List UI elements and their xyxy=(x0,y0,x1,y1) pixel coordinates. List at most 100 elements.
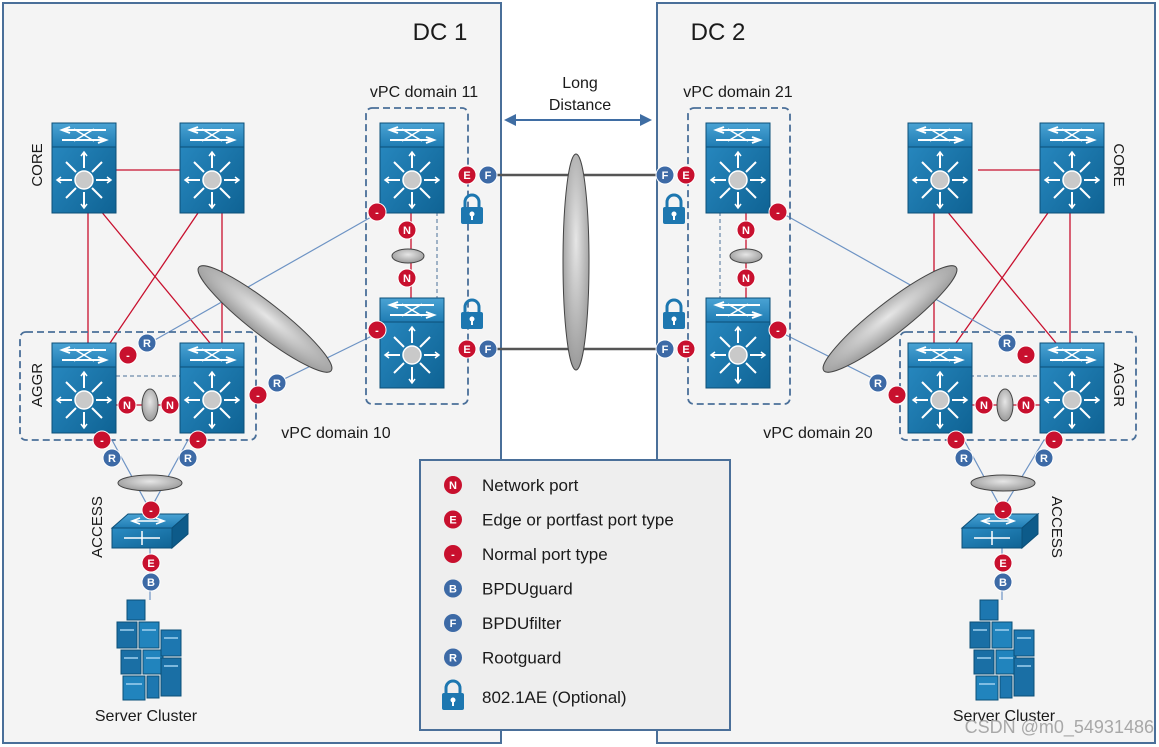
legend-symbol-text: F xyxy=(450,618,457,630)
port-badge-circle xyxy=(974,395,994,415)
vpc11-switch-2 xyxy=(379,297,445,389)
legend-symbol-text: N xyxy=(449,480,457,492)
port-badge-symbol: N xyxy=(1022,400,1030,412)
port-badge-circle xyxy=(141,572,161,592)
port-badge-symbol: - xyxy=(100,435,104,447)
port-badge-bpdufilter: F xyxy=(478,165,498,185)
legend-item: 802.1AE (Optional) xyxy=(440,679,627,712)
port-badge-edge: E xyxy=(993,553,1013,573)
port-badge-symbol: R xyxy=(1003,338,1011,350)
port-badge-circle xyxy=(397,220,417,240)
port-badge-rootguard: R xyxy=(997,333,1017,353)
aggr-switch-1 xyxy=(51,342,117,434)
port-channel-ellipse xyxy=(970,474,1036,492)
port-badge-rootguard: R xyxy=(868,373,888,393)
port-badge-circle xyxy=(993,572,1013,592)
port-badge-rootguard: R xyxy=(102,448,122,468)
port-channel-ellipse xyxy=(822,265,958,373)
port-badge-circle xyxy=(141,500,161,520)
port-badge-circle xyxy=(117,395,137,415)
port-badge-symbol: B xyxy=(147,577,155,589)
dc1-title: DC 1 xyxy=(413,19,468,46)
legend-label: Rootguard xyxy=(482,649,561,668)
port-badge-circle xyxy=(887,385,907,405)
port-badge-circle xyxy=(478,339,498,359)
port-badge-circle xyxy=(676,339,696,359)
core-switch-2 xyxy=(179,122,245,214)
layer-label-aggr-right: AGGR xyxy=(1110,363,1127,407)
port-badge-circle xyxy=(1034,448,1054,468)
watermark: CSDN @m0_54931486 xyxy=(965,717,1154,738)
port-badge-symbol: R xyxy=(108,453,116,465)
port-badge-symbol: N xyxy=(403,225,411,237)
port-badge-symbol: - xyxy=(954,435,958,447)
legend-item: -Normal port type xyxy=(444,545,608,564)
server-cluster-right-label: Server Cluster xyxy=(953,708,1056,725)
aggr-switch-2 xyxy=(179,342,245,434)
port-badge-circle xyxy=(457,339,477,359)
legend-symbol-text: R xyxy=(449,653,457,665)
port-badge-symbol: E xyxy=(999,558,1006,570)
port-badge-network: N xyxy=(397,268,417,288)
port-badge-symbol: E xyxy=(147,558,154,570)
port-badge-circle xyxy=(178,448,198,468)
legend-symbol xyxy=(444,510,462,529)
port-badge-circle xyxy=(102,448,122,468)
port-badge-circle xyxy=(457,165,477,185)
port-badge-circle xyxy=(160,395,180,415)
port-badge-symbol: N xyxy=(123,400,131,412)
port-badge-rootguard: R xyxy=(137,333,157,353)
core-switch-4 xyxy=(1039,122,1105,214)
port-badge-circle xyxy=(367,202,387,222)
port-badge-circle xyxy=(397,268,417,288)
port-badge-rootguard: R xyxy=(1034,448,1054,468)
port-badge-circle xyxy=(478,165,498,185)
port-badge-circle xyxy=(997,333,1017,353)
port-badge-symbol: N xyxy=(980,400,988,412)
legend-label: Normal port type xyxy=(482,545,608,564)
legend-item: N Network port xyxy=(444,476,579,495)
layer-label-core-left: CORE xyxy=(29,143,46,186)
port-badge-circle xyxy=(1016,395,1036,415)
port-badge-symbol: - xyxy=(126,350,130,362)
port-badge-circle xyxy=(248,385,268,405)
vpc11-switch-1 xyxy=(379,122,445,214)
port-badge-network: N xyxy=(397,220,417,240)
port-badge-circle xyxy=(1044,430,1064,450)
port-badge-symbol: N xyxy=(742,225,750,237)
layer-label-access-left: ACCESS xyxy=(89,496,106,558)
port-badge-rootguard: R xyxy=(178,448,198,468)
port-badge-edge: E xyxy=(676,339,696,359)
port-badge-symbol: E xyxy=(463,170,470,182)
port-badge-edge: E xyxy=(457,339,477,359)
port-badge-normal: - xyxy=(1044,430,1064,450)
vpc-domain-11-frame xyxy=(365,107,469,405)
port-badge-normal: - xyxy=(768,202,788,222)
port-badge-symbol: E xyxy=(682,170,689,182)
port-badge-network: N xyxy=(736,220,756,240)
port-badge-circle xyxy=(768,202,788,222)
legend-box xyxy=(419,459,731,731)
port-badge-symbol: - xyxy=(196,435,200,447)
port-badge-normal: - xyxy=(367,202,387,222)
port-badge-normal: - xyxy=(367,320,387,340)
port-badge-symbol: - xyxy=(149,505,153,517)
layer-label-core-right: CORE xyxy=(1110,143,1127,186)
port-badge-circle xyxy=(118,345,138,365)
port-badge-symbol: - xyxy=(776,325,780,337)
port-badge-network: N xyxy=(974,395,994,415)
legend-symbol xyxy=(444,545,462,563)
port-badge-normal: - xyxy=(946,430,966,450)
aggr-switch-4 xyxy=(1039,342,1105,434)
dc2-title: DC 2 xyxy=(691,19,746,46)
port-channel-ellipse xyxy=(117,474,183,492)
legend-label: Network port xyxy=(482,476,579,495)
port-badge-network: N xyxy=(1016,395,1036,415)
legend-label: Edge or portfast port type xyxy=(482,511,674,530)
inter-dc-port-channel xyxy=(562,153,590,371)
port-channel-ellipse xyxy=(197,265,333,373)
vpc-domain-20-label: vPC domain 20 xyxy=(763,425,872,442)
port-channel-ellipse xyxy=(391,248,425,264)
